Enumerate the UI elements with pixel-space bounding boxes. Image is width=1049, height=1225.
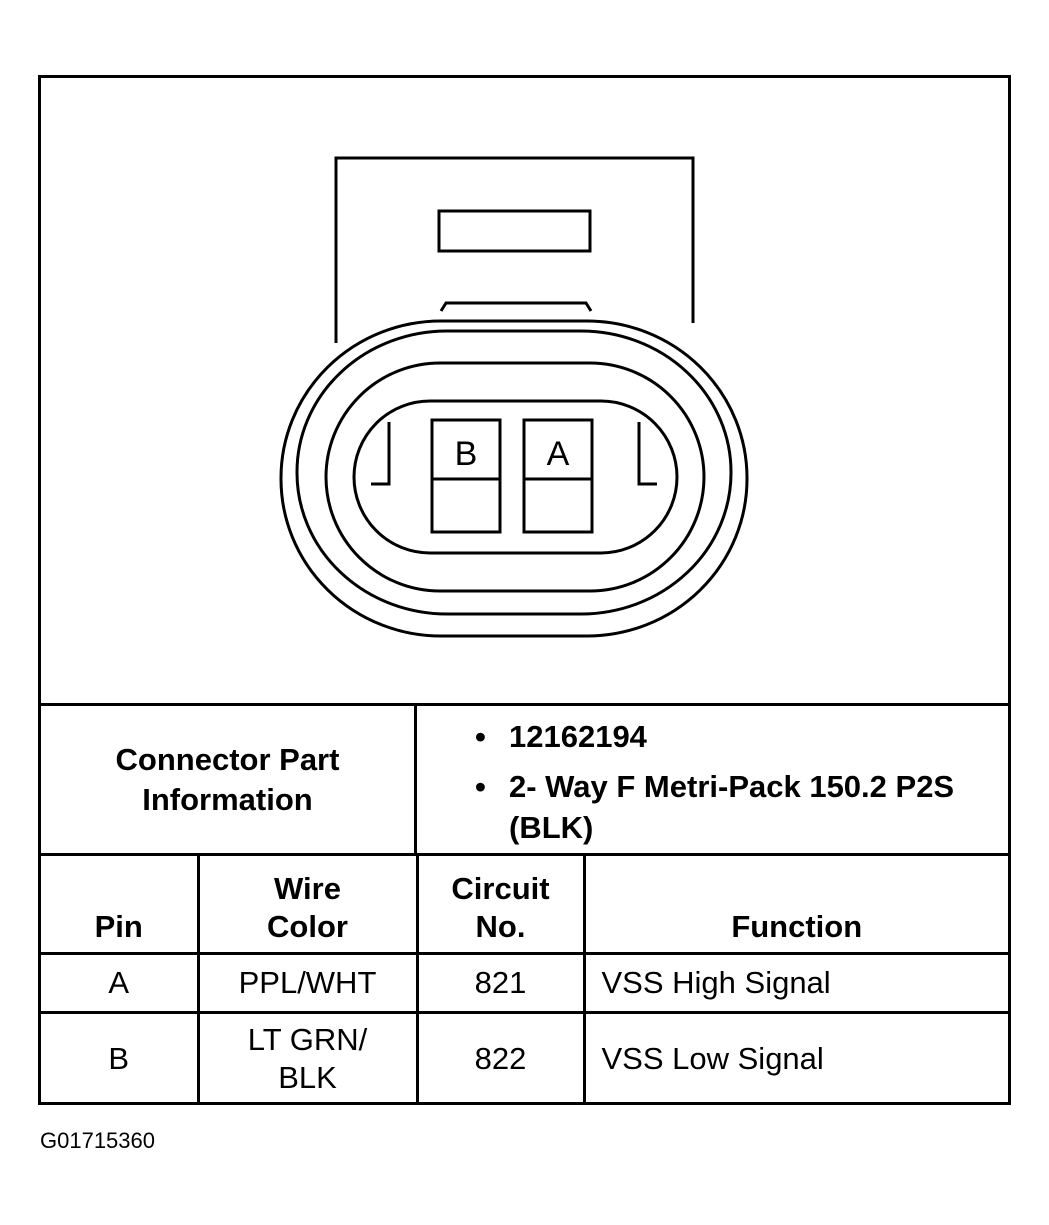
- cavity-a: [522, 418, 594, 534]
- connector-outer-shell: [279, 319, 749, 638]
- pin-table: Pin Wire Color Circuit No. Function A PP…: [41, 853, 1008, 1104]
- locking-ramp: [439, 301, 593, 312]
- row-wire-color: LT GRN/ BLK: [196, 1011, 419, 1104]
- connector-housing-top: [334, 156, 695, 343]
- part-number: 12162194: [475, 716, 1008, 757]
- locking-tab-slot: [437, 209, 592, 253]
- header-wire-color: Wire Color: [196, 853, 419, 955]
- cavity-b: [430, 418, 502, 534]
- connector-part-information: Connector Part Information 12162194 2- W…: [41, 703, 1008, 853]
- header-circuit-no: Circuit No.: [415, 853, 586, 955]
- connector-seal-ring: [295, 329, 733, 616]
- header-pin: Pin: [41, 853, 200, 955]
- table-row: A PPL/WHT 821 VSS High Signal: [41, 952, 1008, 1014]
- part-info-label: Connector Part Information: [41, 706, 417, 853]
- figure-code: G01715360: [40, 1128, 155, 1153]
- table-row: B LT GRN/ BLK 822 VSS Low Signal: [41, 1011, 1008, 1104]
- row-function: VSS High Signal: [582, 952, 1008, 1014]
- row-function: VSS Low Signal: [582, 1011, 1008, 1104]
- connector-frame: B A Connector Part Information 12162194 …: [38, 75, 1011, 1105]
- left-key-rib: [371, 422, 391, 486]
- connector-cavity-well: [352, 399, 679, 555]
- part-info-label-line1: Connector Part: [115, 741, 340, 777]
- part-info-list: 12162194 2- Way F Metri-Pack 150.2 P2S (…: [417, 706, 1008, 853]
- header-function: Function: [582, 853, 1008, 955]
- right-key-rib: [637, 422, 657, 486]
- row-circuit: 822: [415, 1011, 586, 1104]
- row-wire-color: PPL/WHT: [196, 952, 419, 1014]
- part-info-label-line2: Information: [142, 781, 313, 817]
- pin-table-header: Pin Wire Color Circuit No. Function: [41, 853, 1008, 955]
- cavity-b-label: B: [455, 435, 478, 473]
- connector-face-diagram: B A: [279, 156, 749, 638]
- cavity-a-label: A: [547, 435, 570, 473]
- connector-inner-shell: [324, 361, 706, 593]
- row-pin: A: [41, 952, 200, 1014]
- row-pin: B: [41, 1011, 200, 1104]
- row-circuit: 821: [415, 952, 586, 1014]
- part-description: 2- Way F Metri-Pack 150.2 P2S (BLK): [475, 766, 1008, 848]
